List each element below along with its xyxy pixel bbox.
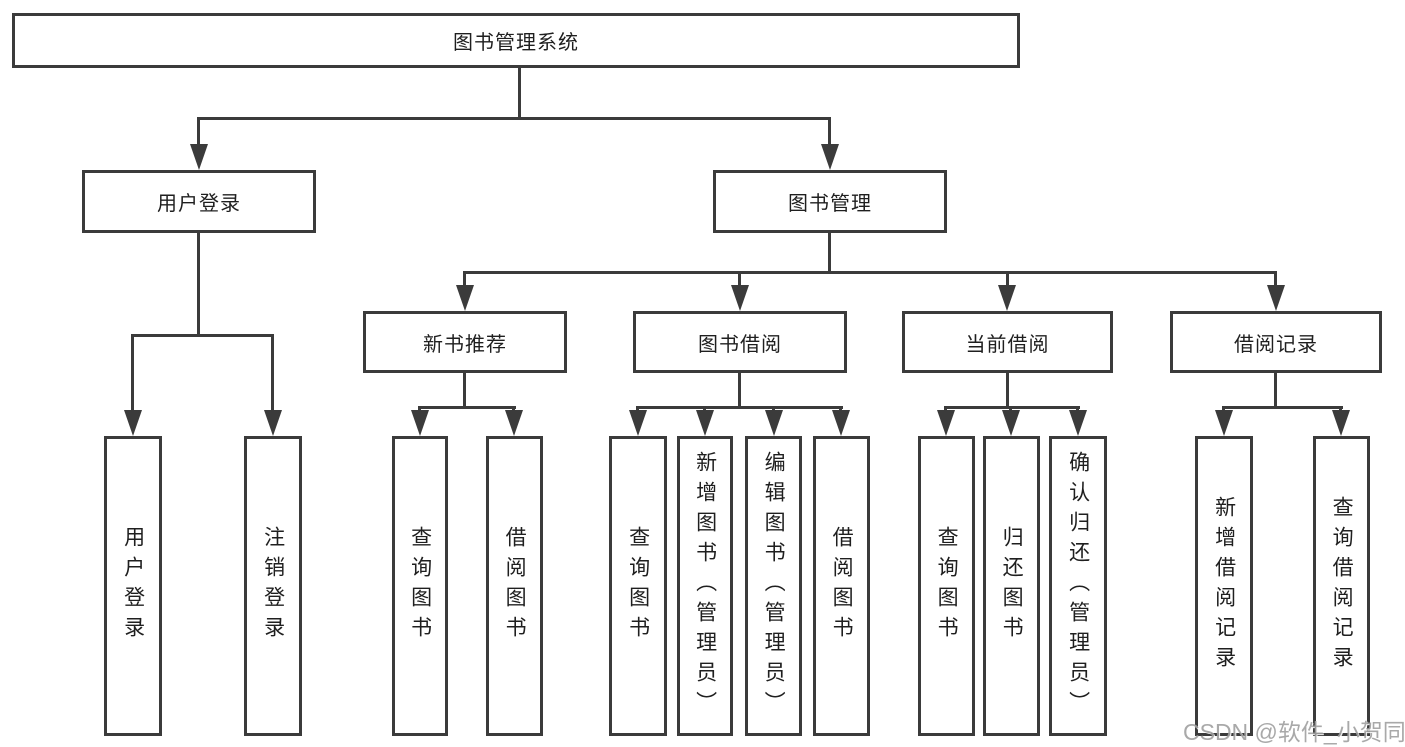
connector-line [738,271,741,286]
arrowhead-down-icon [821,144,839,170]
connector-line [1006,271,1009,286]
watermark-text: CSDN @软件_小贺同学 [1183,719,1405,745]
connector-line [197,117,200,145]
connector-line [1274,373,1277,409]
connector-line [1076,406,1079,412]
connector-line [772,406,775,412]
connector-line [1274,271,1277,286]
arrowhead-down-icon [1069,410,1087,436]
arrowhead-down-icon [1002,410,1020,436]
arrowhead-down-icon [765,410,783,436]
arrowhead-down-icon [505,410,523,436]
arrowhead-down-icon [456,285,474,311]
node-borrowing-records: 借阅记录 [1170,311,1382,373]
node-book-management: 图书管理 [713,170,947,233]
connector-line [1006,373,1009,409]
connector-line [418,406,421,412]
leaf-query-books-recommend: 查询图书 [392,436,448,736]
connector-line [197,117,831,120]
connector-line [512,406,515,412]
connector-line [131,334,134,411]
leaf-borrow-books-recommend: 借阅图书 [486,436,543,736]
arrowhead-down-icon [1215,410,1233,436]
connector-line [636,406,639,412]
leaf-confirm-return-admin: 确认归还（管理员） [1049,436,1107,736]
connector-line [636,406,843,409]
connector-line [418,406,516,409]
connector-line [1222,406,1225,412]
connector-line [518,68,521,120]
node-book-borrowing: 图书借阅 [633,311,847,373]
arrowhead-down-icon [998,285,1016,311]
connector-line [1009,406,1012,412]
leaf-query-books-borrowing: 查询图书 [609,436,667,736]
connector-line [738,373,741,409]
connector-line [703,406,706,412]
arrowhead-down-icon [629,410,647,436]
arrowhead-down-icon [937,410,955,436]
connector-line [463,271,466,286]
connector-line [828,117,831,145]
leaf-user-login: 用户登录 [104,436,162,736]
arrowhead-down-icon [411,410,429,436]
connector-line [839,406,842,412]
leaf-borrow-books-borrowing: 借阅图书 [813,436,870,736]
leaf-edit-book-admin: 编辑图书（管理员） [745,436,802,736]
connector-line [131,334,273,337]
arrowhead-down-icon [264,410,282,436]
arrowhead-down-icon [1267,285,1285,311]
node-new-book-recommendation: 新书推荐 [363,311,567,373]
leaf-add-borrow-record: 新增借阅记录 [1195,436,1253,736]
connector-line [197,233,200,337]
connector-line [463,373,466,409]
connector-line [1222,406,1343,409]
connector-line [944,406,1080,409]
connector-line [944,406,947,412]
node-user-login: 用户登录 [82,170,316,233]
leaf-query-borrow-record: 查询借阅记录 [1313,436,1370,736]
leaf-return-books: 归还图书 [983,436,1040,736]
connector-line [271,334,274,411]
arrowhead-down-icon [696,410,714,436]
connector-line [1339,406,1342,412]
arrowhead-down-icon [1332,410,1350,436]
leaf-query-books-current: 查询图书 [918,436,975,736]
node-library-system: 图书管理系统 [12,13,1020,68]
leaf-logout: 注销登录 [244,436,302,736]
arrowhead-down-icon [832,410,850,436]
arrowhead-down-icon [190,144,208,170]
arrowhead-down-icon [731,285,749,311]
leaf-add-book-admin: 新增图书（管理员） [677,436,733,736]
connector-line [828,233,831,274]
node-current-borrowing: 当前借阅 [902,311,1113,373]
connector-line [463,271,1277,274]
arrowhead-down-icon [124,410,142,436]
